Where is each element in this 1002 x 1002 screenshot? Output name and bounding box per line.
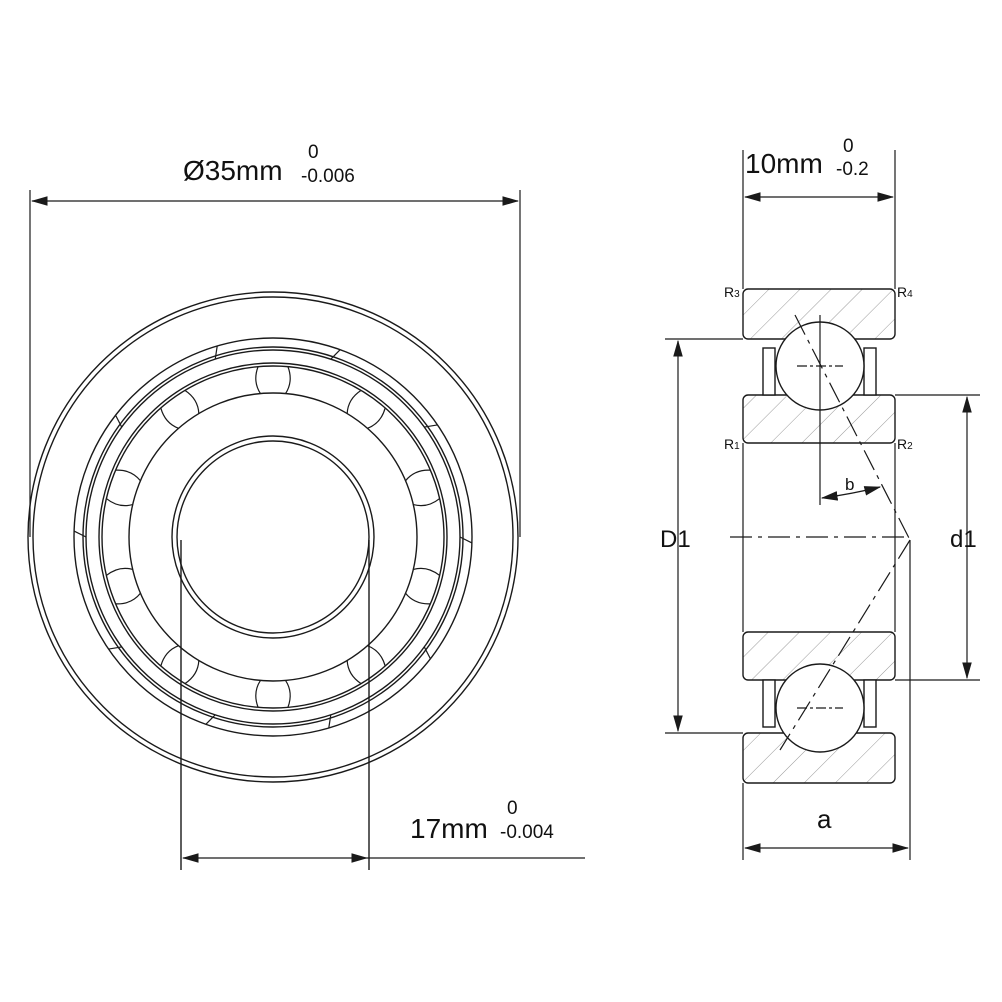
shield-ring-inner bbox=[85, 349, 461, 725]
shield-notch bbox=[108, 646, 122, 650]
cage-pocket-edge bbox=[367, 407, 386, 429]
bore-chamfer bbox=[171, 435, 375, 639]
cage-pocket-edge bbox=[405, 469, 431, 482]
label-a: a bbox=[817, 804, 832, 834]
cage-outer bbox=[98, 362, 448, 712]
width-lower-tol: -0.2 bbox=[836, 159, 869, 180]
cage-right-top bbox=[863, 347, 877, 396]
cage-left-top bbox=[762, 347, 776, 396]
bore-value: 17mm bbox=[410, 813, 488, 844]
outer-diameter-lower-tol: -0.006 bbox=[301, 166, 355, 187]
shield-notch bbox=[115, 414, 123, 428]
shield-notch bbox=[459, 536, 473, 544]
label-R4: R4 bbox=[897, 284, 913, 300]
label-d1: d1 bbox=[950, 526, 977, 553]
cage-pocket-edge bbox=[106, 567, 133, 576]
cage-pocket-edge bbox=[255, 366, 261, 394]
contact-line-bottom bbox=[779, 539, 911, 751]
cage-pocket-edge bbox=[115, 469, 141, 482]
label-R2: R2 bbox=[897, 436, 913, 452]
inner-ring-outer bbox=[128, 392, 418, 682]
cage-pockets bbox=[73, 345, 473, 729]
cage-pocket-edge bbox=[184, 389, 200, 414]
contact-line-top bbox=[794, 314, 911, 541]
label-R3: R3 bbox=[724, 284, 740, 300]
shield-notch bbox=[423, 646, 431, 660]
label-R1: R1 bbox=[724, 436, 740, 452]
shield-outer bbox=[73, 337, 473, 737]
cage-pocket-edge bbox=[285, 680, 291, 708]
outer-diameter-value: Ø35mm bbox=[183, 155, 283, 186]
cage-pocket-edge bbox=[255, 680, 261, 708]
shield-notch bbox=[214, 345, 218, 360]
bore-upper-tol: 0 bbox=[507, 798, 518, 819]
outer-ring-edge bbox=[27, 291, 519, 783]
cage-pocket-edge bbox=[413, 498, 440, 507]
front-view bbox=[27, 190, 585, 870]
shield-notch bbox=[205, 714, 216, 725]
cage-pocket-edge bbox=[160, 407, 179, 429]
bore bbox=[176, 440, 370, 634]
cage-left-bottom bbox=[762, 679, 776, 728]
cage-pocket-edge bbox=[413, 567, 440, 576]
cage-pocket-edge bbox=[106, 498, 133, 507]
shield-ring bbox=[82, 346, 464, 728]
shield-notch bbox=[424, 424, 438, 428]
label-D1: D1 bbox=[660, 526, 691, 553]
angle-b-arc bbox=[820, 486, 882, 501]
outer-ring-chamfer bbox=[32, 296, 514, 778]
shield-notch bbox=[73, 530, 87, 538]
outer-diameter-upper-tol: 0 bbox=[308, 142, 319, 163]
label-b: b bbox=[845, 475, 854, 494]
bore-lower-tol: -0.004 bbox=[500, 822, 554, 843]
shield-notch bbox=[330, 349, 341, 360]
cage-pocket-edge bbox=[405, 592, 431, 605]
cage-pocket-edge bbox=[346, 660, 362, 685]
cage-outer-2 bbox=[101, 365, 445, 709]
shield-notch bbox=[328, 714, 332, 729]
cage-pocket-edge bbox=[115, 592, 141, 605]
width-upper-tol: 0 bbox=[843, 136, 854, 157]
cage-pocket-edge bbox=[285, 366, 291, 394]
section-view bbox=[665, 150, 980, 860]
cage-pocket-edge bbox=[184, 660, 200, 685]
cage-pocket-edge bbox=[367, 645, 386, 667]
cage-pocket-edge bbox=[346, 389, 362, 414]
cage-right-bottom bbox=[863, 679, 877, 728]
width-value: 10mm bbox=[745, 148, 823, 179]
cage-pocket-edge bbox=[160, 645, 179, 667]
